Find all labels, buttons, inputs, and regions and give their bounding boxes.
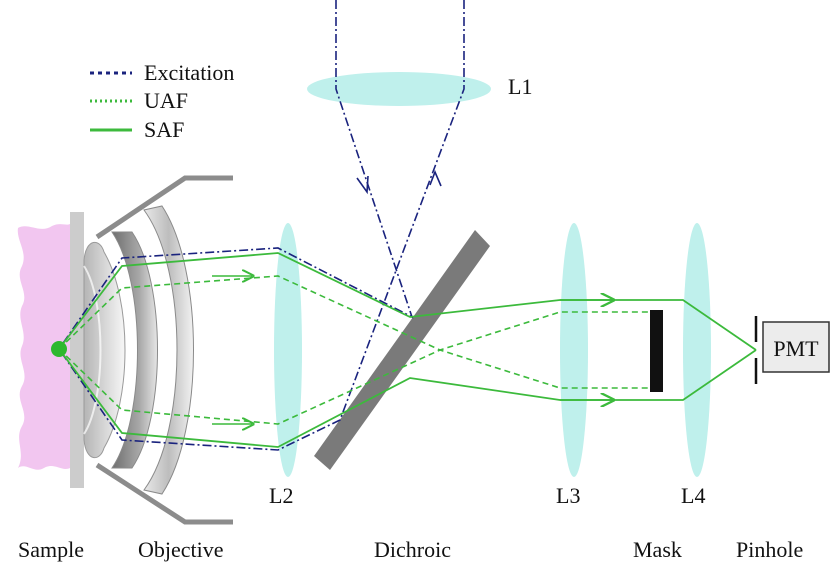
lens-l2 <box>274 223 302 477</box>
legend-uaf-label: UAF <box>144 88 188 113</box>
label-mask: Mask <box>633 537 682 562</box>
dichroic-mirror <box>314 230 490 470</box>
objective-element-1 <box>111 231 158 469</box>
label-l4: L4 <box>681 483 705 508</box>
label-objective: Objective <box>138 537 224 562</box>
label-l2: L2 <box>269 483 293 508</box>
lens-l1 <box>307 72 491 106</box>
saf-emission <box>58 252 757 448</box>
uaf-emission <box>58 276 648 424</box>
cover-slip <box>70 212 84 488</box>
excitation-beam <box>58 0 465 451</box>
legend-saf-label: SAF <box>144 117 184 142</box>
focal-spot <box>51 341 67 357</box>
label-l1: L1 <box>508 74 532 99</box>
sample-region <box>17 224 70 470</box>
mask-block <box>650 310 663 392</box>
legend-excitation-label: Excitation <box>144 60 234 85</box>
objective-element-2 <box>143 205 194 495</box>
legend: Excitation UAF SAF <box>90 60 234 142</box>
label-pinhole: Pinhole <box>736 537 803 562</box>
label-l3: L3 <box>556 483 580 508</box>
label-sample: Sample <box>18 537 84 562</box>
lens-l4 <box>683 223 711 477</box>
pmt-box <box>762 321 830 373</box>
excitation-arrows <box>356 169 442 195</box>
objective-front-lens <box>83 242 126 458</box>
objective-housing <box>95 175 233 525</box>
label-dichroic: Dichroic <box>374 537 451 562</box>
pmt-label: PMT <box>773 336 819 361</box>
lens-l3 <box>560 223 588 477</box>
